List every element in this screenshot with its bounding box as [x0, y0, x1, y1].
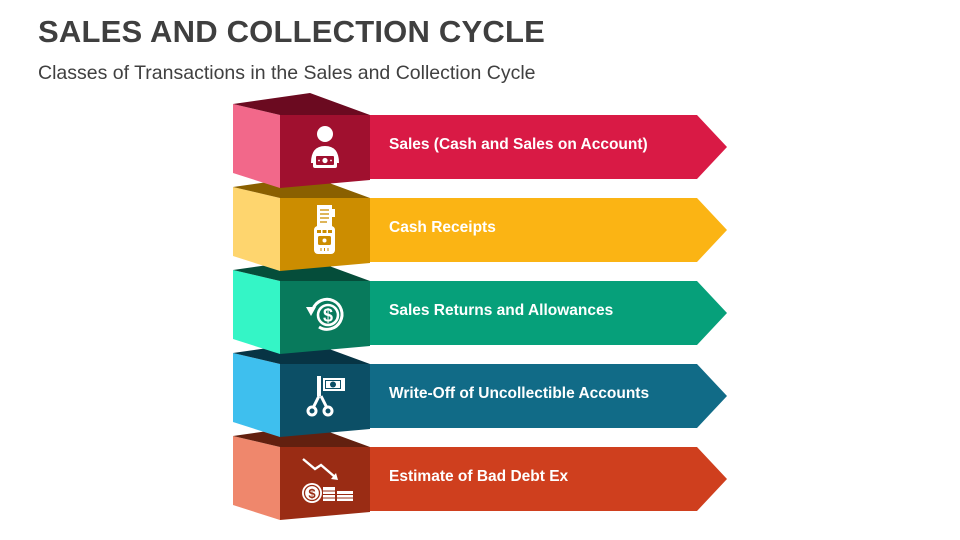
step-label: Sales (Cash and Sales on Account) [389, 136, 648, 153]
arrow-band [370, 364, 727, 428]
svg-text:$: $ [308, 486, 316, 501]
box-side-face [233, 353, 280, 437]
box-top-face [233, 425, 370, 447]
arrow-band [370, 198, 727, 262]
arrow-band [370, 447, 727, 511]
step-label: Write-Off of Uncollectible Accounts [389, 385, 650, 402]
arrow-band [370, 115, 727, 179]
cycle-step-4: Write-Off of Uncollectible Accounts [0, 332, 960, 437]
step-shape [233, 425, 727, 520]
box-top-face [233, 176, 370, 198]
dollar-refund-icon: $ [306, 297, 344, 331]
page-subtitle: Classes of Transactions in the Sales and… [38, 62, 536, 84]
step-shape [233, 342, 727, 437]
cycle-step-3: $ Sales Returns and Allowances [0, 249, 960, 354]
cycle-step-5: $ Estimate of Bad Debt Ex [0, 415, 960, 520]
cycle-step-1: Sales (Cash and Sales on Account) [0, 83, 960, 188]
box-front-face [280, 281, 370, 354]
box-side-face [233, 104, 280, 188]
step-label: Estimate of Bad Debt Ex [389, 468, 569, 485]
step-label: Sales Returns and Allowances [389, 302, 614, 319]
box-top-face [233, 342, 370, 364]
box-side-face [233, 436, 280, 520]
box-top-face [233, 93, 370, 115]
svg-text:$: $ [323, 306, 333, 326]
box-top-face [233, 259, 370, 281]
declining-coins-icon: $ [302, 458, 353, 503]
step-label: Cash Receipts [389, 219, 496, 236]
page-title: SALES AND COLLECTION CYCLE [38, 14, 545, 49]
box-front-face [280, 447, 370, 520]
receipt-terminal-icon [314, 205, 335, 254]
arrow-band [370, 281, 727, 345]
box-side-face [233, 270, 280, 354]
scissors-cut-money-icon [306, 376, 345, 417]
step-shape [233, 259, 727, 354]
box-side-face [233, 187, 280, 271]
cycle-step-2: Cash Receipts [0, 166, 960, 271]
salesperson-cash-icon [311, 126, 339, 168]
box-front-face [280, 364, 370, 437]
